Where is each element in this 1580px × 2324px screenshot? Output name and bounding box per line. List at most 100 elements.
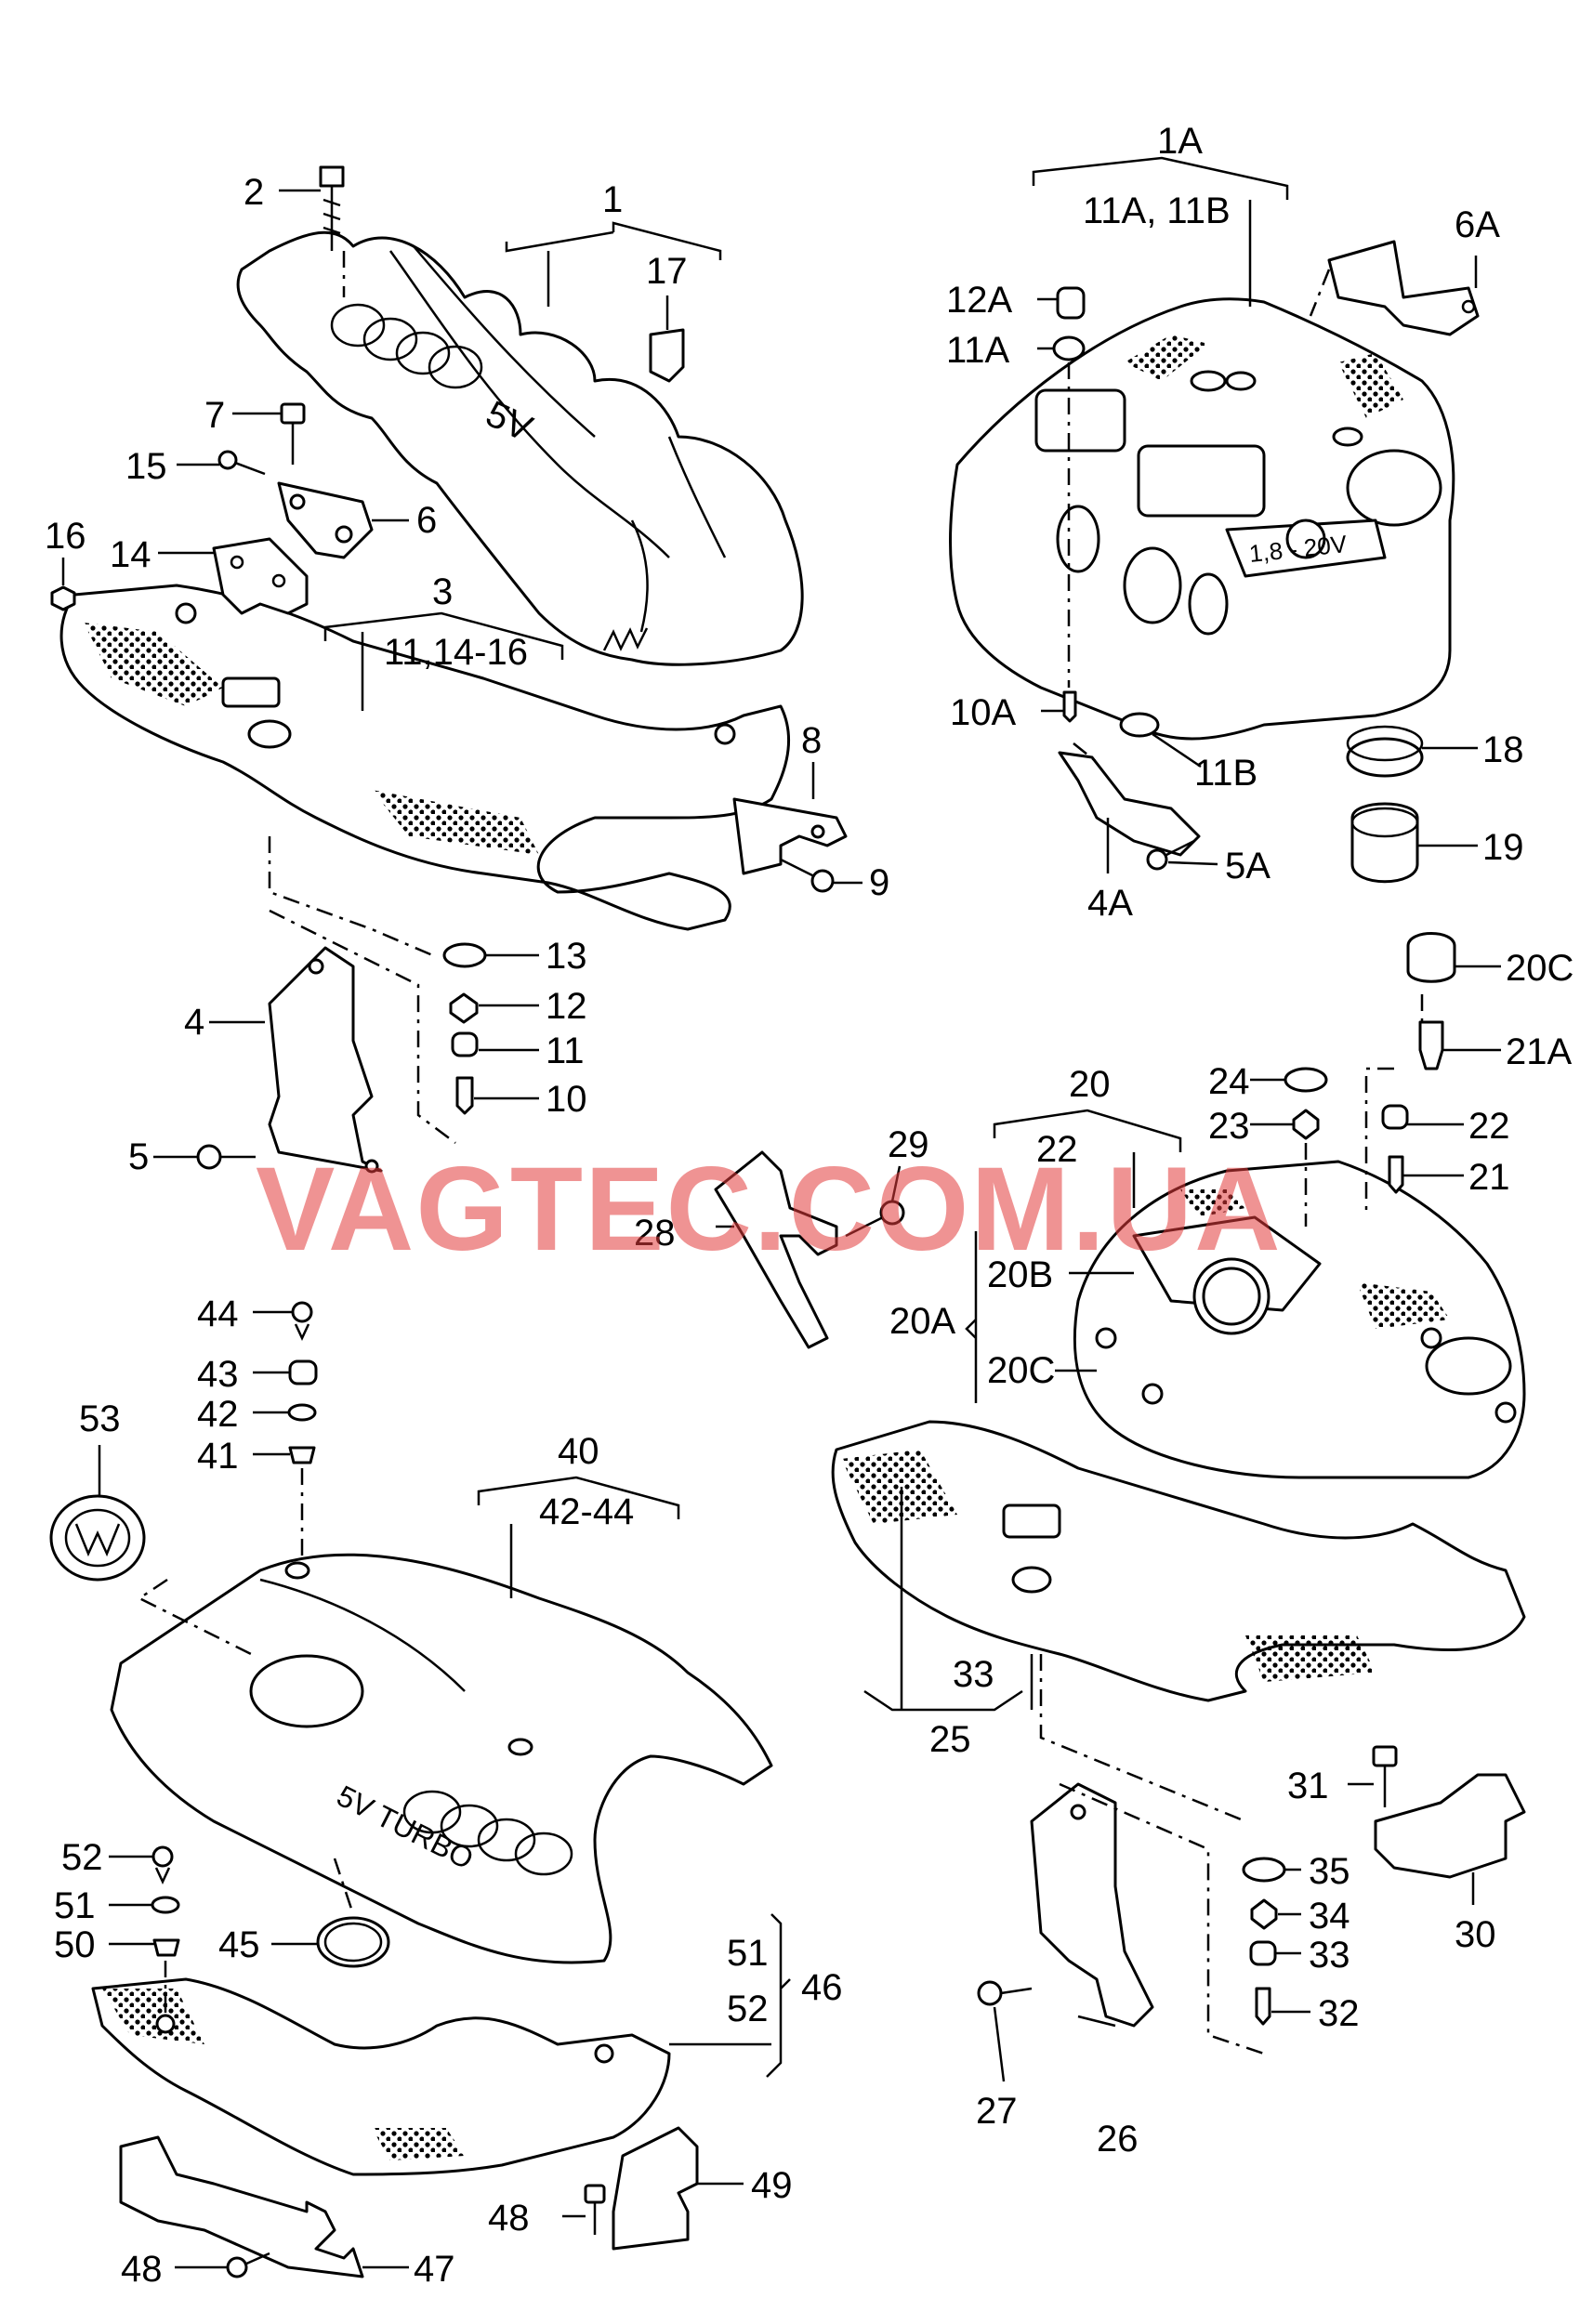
- vw-emblem-cap-53: [49, 1494, 146, 1582]
- label-33-top: 33: [953, 1654, 994, 1695]
- grommet-19: [1350, 802, 1419, 884]
- cover-bottom-part-3: [59, 584, 790, 931]
- label-42-44: 42-44: [539, 1491, 634, 1532]
- support-bracket-26: [1030, 1782, 1154, 2028]
- label-4: 4: [184, 1002, 204, 1043]
- label-13: 13: [546, 936, 587, 977]
- label-33: 33: [1309, 1935, 1350, 1976]
- label-52: 52: [61, 1837, 103, 1878]
- label-50: 50: [54, 1924, 96, 1965]
- label-48-left: 48: [121, 2249, 163, 2290]
- callout-labels: 2 1 17 7 15 6 16 14 3 11,14-16 8 9 4 5 1…: [45, 121, 1573, 2290]
- label-2: 2: [244, 172, 264, 213]
- bracket-4a-group: [1058, 690, 1201, 871]
- audi-rings-logo: [330, 303, 483, 389]
- label-22: 22: [1468, 1106, 1510, 1147]
- label-17: 17: [646, 251, 688, 292]
- label-4a: 4A: [1087, 883, 1133, 924]
- label-20a: 20A: [889, 1301, 955, 1342]
- cover-bottom-part-25: [831, 1420, 1526, 1702]
- label-31: 31: [1287, 1766, 1329, 1806]
- leader-lines: [61, 156, 1501, 2269]
- label-6: 6: [416, 500, 437, 541]
- bracket-8: [732, 797, 848, 875]
- label-11b: 11B: [1194, 753, 1257, 794]
- fastener-stack-32-35: [1242, 1857, 1286, 2026]
- fastener-stack-41-44: [287, 1301, 318, 1464]
- bolt-48-left: [226, 2252, 270, 2278]
- cover-bottom-part-46: [91, 1977, 671, 2176]
- label-22-top: 22: [1036, 1129, 1078, 1170]
- label-1: 1: [602, 179, 623, 220]
- label-45: 45: [218, 1924, 260, 1965]
- fastener-stack-10-13: [442, 942, 487, 1115]
- label-28: 28: [634, 1213, 676, 1254]
- label-10a: 10A: [950, 692, 1016, 733]
- nut-16: [50, 585, 76, 611]
- bolt-2: [319, 165, 345, 251]
- engine-cover-20: [1073, 1160, 1526, 1479]
- label-15: 15: [125, 446, 167, 487]
- audi-rings-logo-turbo: [402, 1790, 573, 1876]
- label-51: 51: [54, 1885, 96, 1926]
- label-19: 19: [1482, 827, 1524, 868]
- label-23: 23: [1208, 1106, 1250, 1147]
- label-29: 29: [888, 1124, 929, 1165]
- label-24: 24: [1208, 1061, 1250, 1102]
- engine-cover-5v-turbo: 5V TURBO: [110, 1553, 773, 1964]
- watermark: VAGTEC.COM.UA: [256, 1143, 1283, 1276]
- label-16: 16: [45, 516, 86, 557]
- clip-17: [649, 328, 685, 383]
- bolt-31: [1372, 1745, 1398, 1807]
- label-49: 49: [751, 2165, 793, 2206]
- label-46: 46: [801, 1967, 843, 2008]
- bracket-6a: [1327, 240, 1480, 336]
- o-ring-45: [316, 1916, 390, 1968]
- label-18: 18: [1482, 729, 1524, 770]
- label-7: 7: [204, 395, 225, 436]
- label-32: 32: [1318, 1993, 1360, 2034]
- label-5: 5: [128, 1136, 149, 1177]
- bracket-47: [119, 2135, 364, 2278]
- label-11: 11: [546, 1031, 585, 1071]
- label-1a: 1A: [1157, 121, 1203, 162]
- label-20c-top: 20C: [1506, 948, 1573, 989]
- label-52-right: 52: [727, 1989, 769, 2029]
- label-25: 25: [929, 1719, 971, 1760]
- label-11-14-16: 11,14-16: [384, 632, 528, 673]
- bolt-27: [977, 1980, 1033, 2006]
- support-bracket-4: [268, 946, 383, 1174]
- label-9: 9: [869, 862, 889, 903]
- engine-cover-1-8-20v: 1,8 - 20V: [949, 297, 1455, 741]
- ring-18: [1346, 725, 1424, 778]
- bracket-49: [612, 2126, 699, 2251]
- fastener-stack-50-52: [151, 1845, 180, 1957]
- screw-15: [217, 450, 266, 476]
- bolt-48-right: [584, 2184, 606, 2235]
- label-21: 21: [1468, 1157, 1510, 1198]
- label-42: 42: [197, 1394, 239, 1435]
- label-40: 40: [558, 1431, 599, 1472]
- label-11a: 11A: [946, 330, 1010, 371]
- bracket-28: [714, 1150, 838, 1349]
- label-51-right: 51: [727, 1933, 769, 1974]
- engine-cover-5v: 5V: [236, 230, 804, 666]
- label-30: 30: [1455, 1914, 1496, 1955]
- label-11a-11b: 11A, 11B: [1083, 190, 1231, 231]
- label-47: 47: [414, 2249, 455, 2290]
- label-8: 8: [801, 720, 822, 761]
- label-12: 12: [546, 986, 587, 1027]
- label-26: 26: [1097, 2119, 1139, 2160]
- label-14: 14: [110, 534, 151, 575]
- label-6a: 6A: [1455, 204, 1500, 245]
- label-20b: 20B: [987, 1254, 1053, 1295]
- bracket-30: [1374, 1773, 1526, 1879]
- label-44: 44: [197, 1293, 239, 1334]
- label-20: 20: [1069, 1064, 1111, 1105]
- fastener-11a-12a: [1052, 286, 1086, 361]
- bolt-7: [280, 402, 306, 465]
- label-12a: 12A: [946, 280, 1012, 321]
- label-43: 43: [197, 1354, 239, 1395]
